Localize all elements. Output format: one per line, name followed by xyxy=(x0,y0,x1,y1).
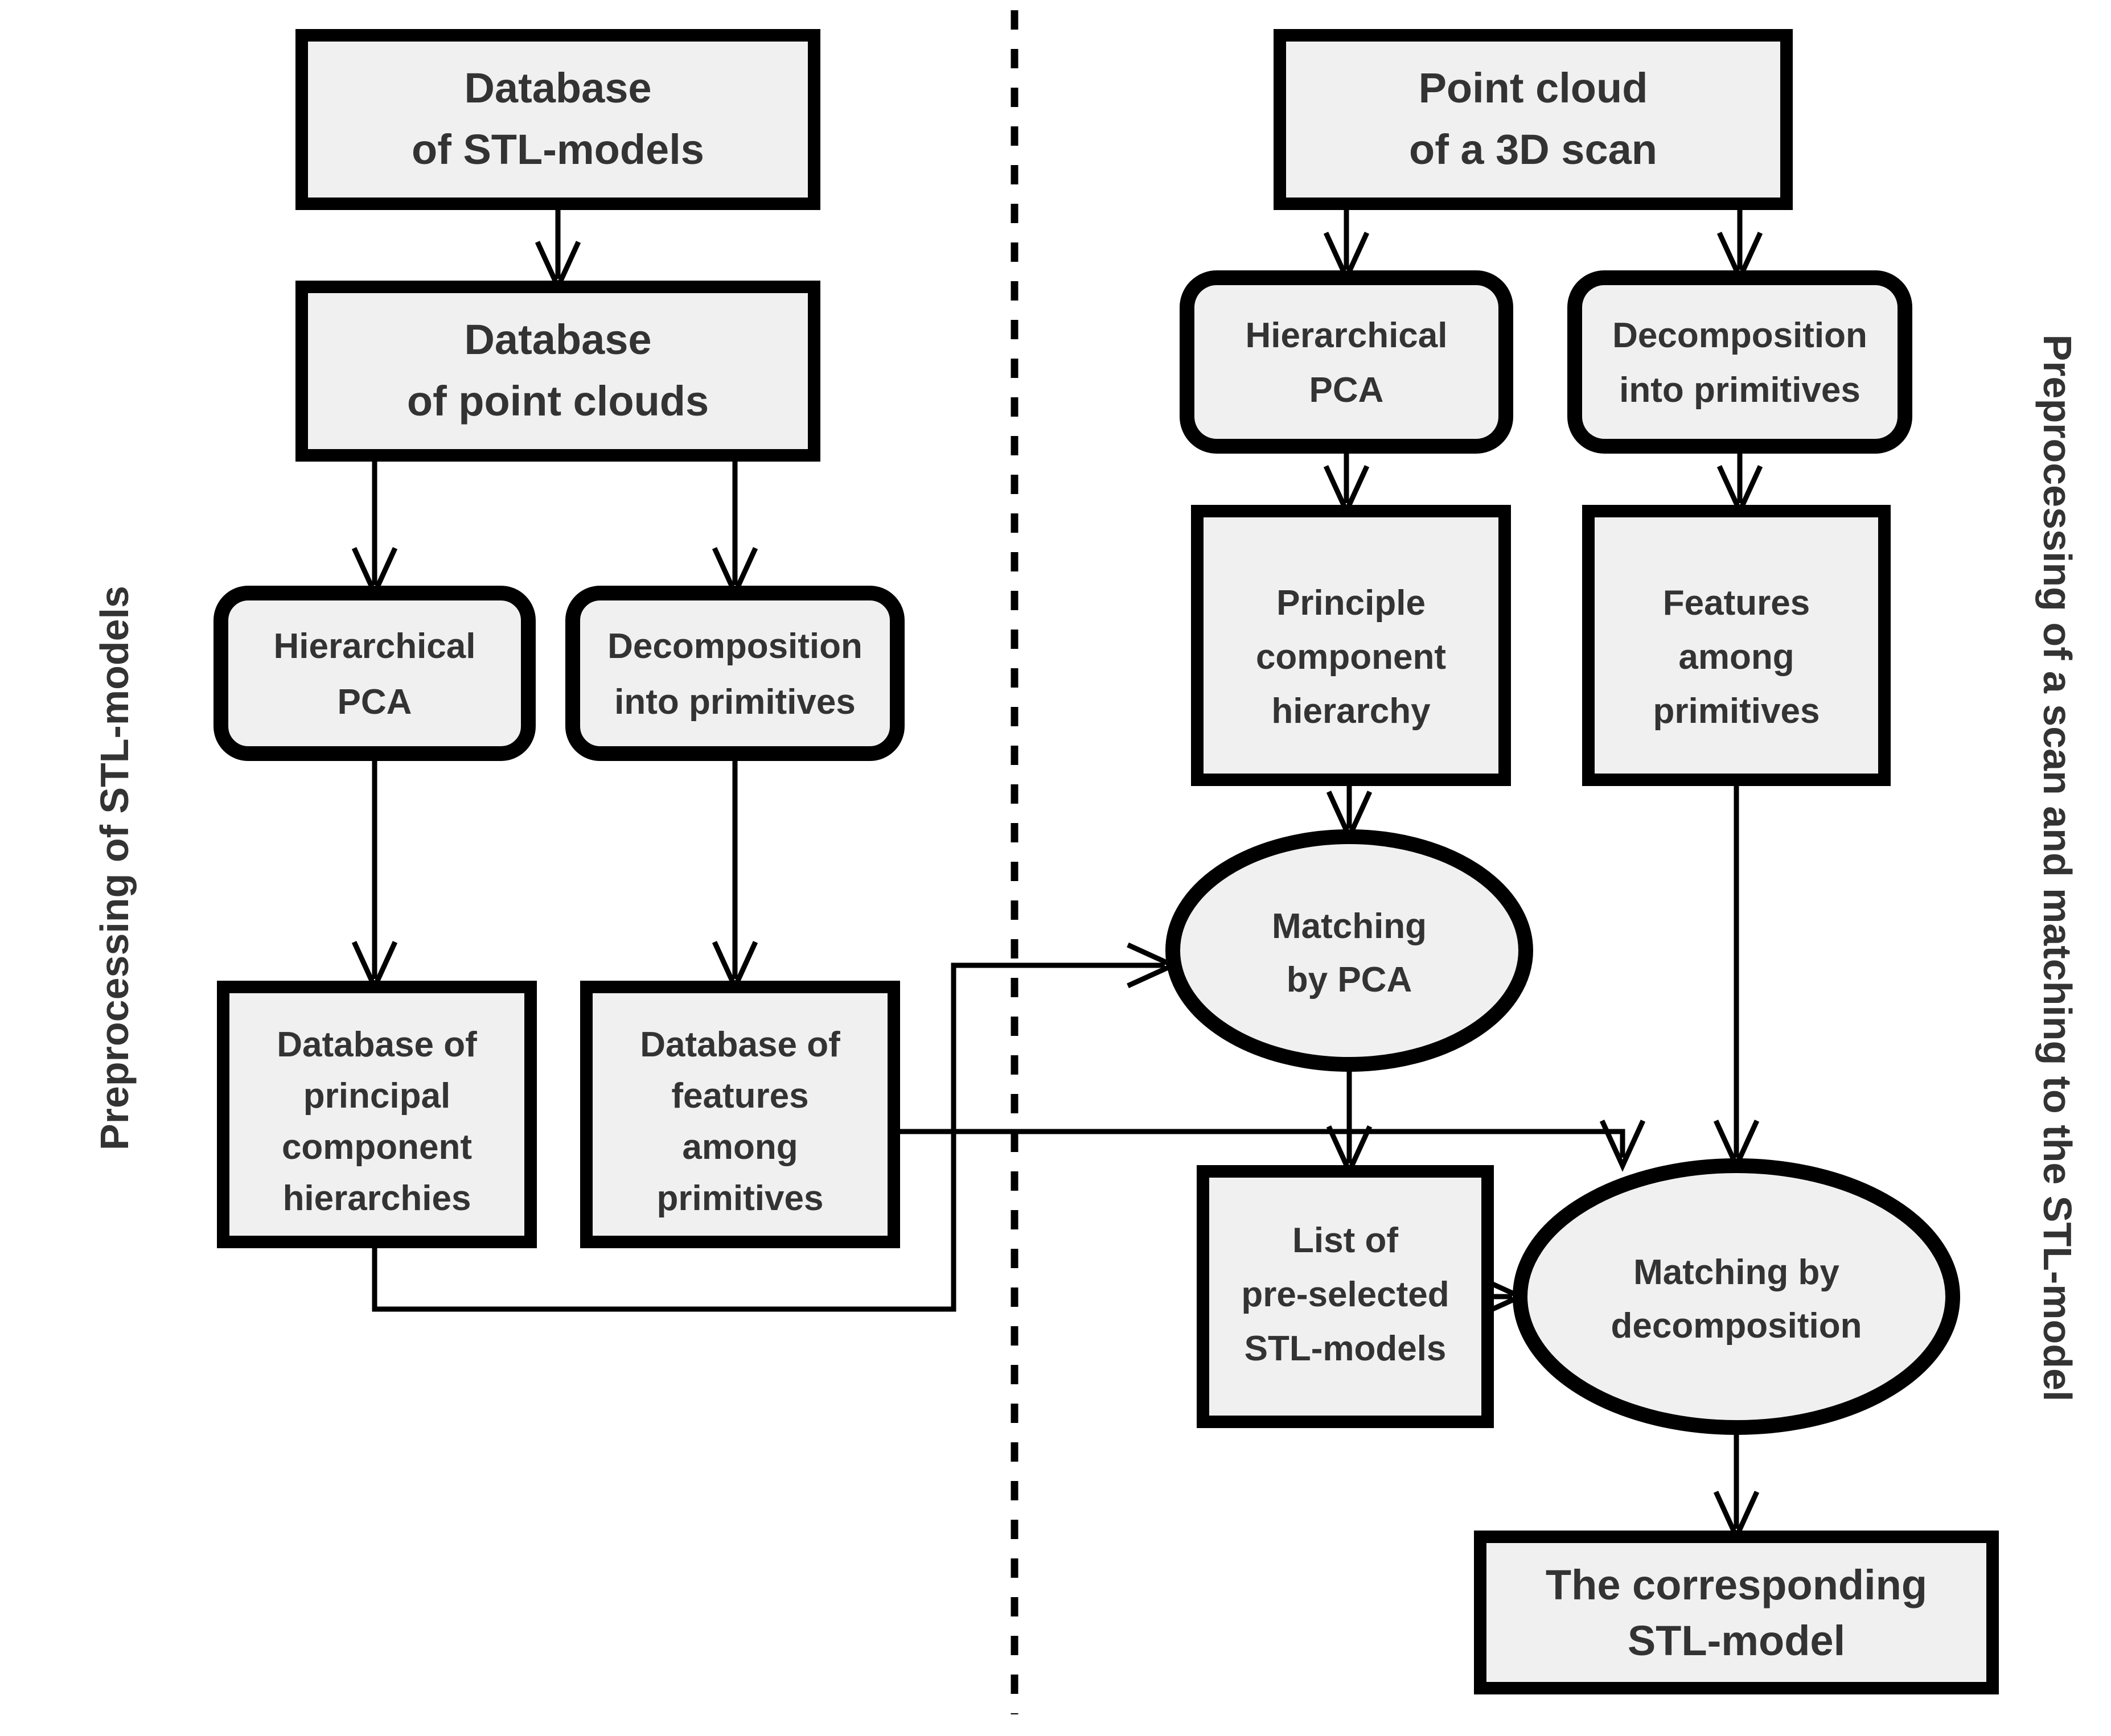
edge-dbpch-to-matching-pca xyxy=(372,962,1165,1312)
node-label-line2: PCA xyxy=(338,682,412,722)
node-label-line1: Matching by xyxy=(1633,1253,1839,1292)
node-label-line1: List of xyxy=(1292,1221,1398,1260)
node-label-line3: component xyxy=(282,1128,472,1167)
node-label-line2: PCA xyxy=(1309,371,1384,410)
node-label-line2: into primitives xyxy=(1619,371,1861,410)
node-label-line2: of point clouds xyxy=(407,377,709,425)
node-decomposition-right[interactable]: Decomposition into primitives xyxy=(1567,270,1912,454)
node-label-line2: principal xyxy=(303,1076,450,1116)
node-hierarchical-pca-right[interactable]: Hierarchical PCA xyxy=(1180,270,1513,454)
node-label-line4: primitives xyxy=(657,1179,824,1218)
node-label-line2: of STL-models xyxy=(412,126,704,173)
node-db-stl-models[interactable]: Database of STL-models xyxy=(295,29,820,210)
node-label-line1: Hierarchical xyxy=(274,627,476,666)
node-the-corresponding-stl-model[interactable]: The corresponding STL-model xyxy=(1474,1531,1999,1694)
node-label-line1: Point cloud xyxy=(1419,64,1648,112)
node-db-point-clouds[interactable]: Database of point clouds xyxy=(295,281,820,462)
node-db-features-among-primitives[interactable]: Database of features among primitives xyxy=(580,981,900,1248)
node-label-line2: among xyxy=(1678,637,1794,677)
node-label-line2: by PCA xyxy=(1287,960,1412,999)
node-hierarchical-pca-left[interactable]: Hierarchical PCA xyxy=(213,586,536,761)
node-label-line3: hierarchy xyxy=(1271,692,1431,731)
node-label-line1: Database xyxy=(464,316,651,363)
node-label-line2: STL-model xyxy=(1628,1617,1845,1664)
node-label-line1: Features xyxy=(1663,583,1810,623)
node-label-line3: primitives xyxy=(1653,692,1820,731)
node-label-line3: among xyxy=(682,1128,798,1167)
node-point-cloud-of-3d-scan[interactable]: Point cloud of a 3D scan xyxy=(1274,29,1793,210)
node-matching-by-decomposition[interactable]: Matching by decomposition xyxy=(1513,1158,1960,1435)
node-features-among-primitives[interactable]: Features among primitives xyxy=(1582,505,1891,786)
left-column-title: Preprocessing of STL-models xyxy=(92,586,137,1150)
node-label-line1: Database xyxy=(464,64,651,112)
node-label-line2: decomposition xyxy=(1611,1306,1862,1346)
node-label-line1: The corresponding xyxy=(1546,1561,1927,1609)
node-label-line2: pre-selected xyxy=(1241,1275,1449,1314)
node-db-principal-component-hierarchies[interactable]: Database of principal component hierarch… xyxy=(217,981,537,1248)
node-label-line2: of a 3D scan xyxy=(1409,126,1657,173)
node-label-line1: Principle xyxy=(1276,583,1426,623)
node-label-line4: hierarchies xyxy=(283,1179,471,1218)
node-label-line1: Decomposition xyxy=(1612,316,1867,355)
node-label-line1: Hierarchical xyxy=(1246,316,1448,355)
node-label-line2: component xyxy=(1256,637,1446,677)
node-label-line1: Database of xyxy=(640,1025,840,1064)
edge-dbfeat-to-matching-decomp xyxy=(894,1129,1625,1158)
connector-layer xyxy=(351,204,1763,1543)
node-label-line2: into primitives xyxy=(614,682,856,722)
node-matching-by-pca[interactable]: Matching by PCA xyxy=(1165,829,1533,1072)
node-label-line2: features xyxy=(671,1076,808,1116)
node-label-line3: STL-models xyxy=(1245,1329,1447,1368)
right-column-title: Preprocessing of a scan and matching to … xyxy=(2035,335,2080,1402)
node-label-line1: Decomposition xyxy=(607,627,863,666)
node-label-line1: Database of xyxy=(277,1025,477,1064)
arrowhead-7 xyxy=(1599,1120,1646,1172)
node-label-line1: Matching xyxy=(1272,907,1427,946)
node-principle-component-hierarchy[interactable]: Principle component hierarchy xyxy=(1191,505,1511,786)
node-list-of-preselected-stl-models[interactable]: List of pre-selected STL-models xyxy=(1197,1165,1494,1428)
node-decomposition-left[interactable]: Decomposition into primitives xyxy=(565,586,905,761)
